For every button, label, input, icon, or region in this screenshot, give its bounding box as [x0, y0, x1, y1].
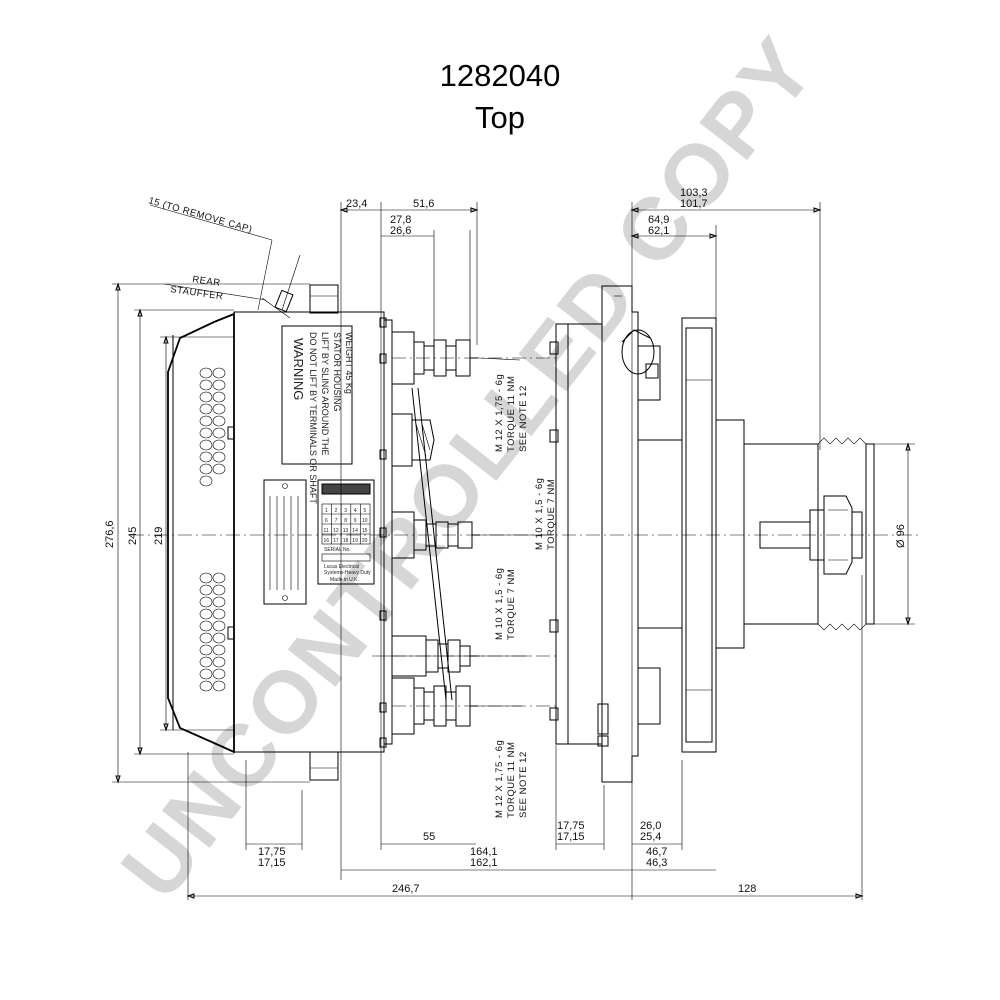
terminal-note-2-line2: TORQUE 7 NM — [546, 479, 557, 550]
terminal-note-4-line1: M 12 X 1,75 - 6g — [494, 740, 505, 818]
dim-46-7: 46,7 — [646, 846, 667, 858]
dim-46-3: 46,3 — [646, 857, 667, 869]
dim-164-1: 164,1 — [470, 846, 498, 858]
terminal-note-3-line1: M 10 X 1,5 - 6g — [494, 568, 505, 640]
grid-cell: 16 — [324, 538, 330, 544]
dim-64-9: 64,9 — [648, 214, 669, 226]
grid-cell: 7 — [335, 518, 338, 524]
grid-cell: 3 — [344, 508, 347, 514]
dim-276-6: 276,6 — [104, 520, 116, 548]
terminal-note-3-line2: TORQUE 7 NM — [506, 569, 517, 640]
callout-remove-cap: 15 (TO REMOVE CAP) — [147, 195, 253, 235]
grid-cell: 18 — [343, 538, 349, 544]
terminal-note-1-line3: SEE NOTE 12 — [518, 385, 529, 452]
terminal-note-2-line1: M 10 X 1,5 - 6g — [534, 478, 545, 550]
grease-nipple — [621, 329, 659, 379]
dim-25-4: 25,4 — [640, 831, 661, 843]
grid-cell: 11 — [324, 528, 329, 534]
dim-55: 55 — [423, 831, 435, 843]
terminal-note-4-line3: SEE NOTE 12 — [518, 751, 529, 818]
terminal-note-1-line1: M 12 X 1,75 - 6g — [494, 374, 505, 452]
grid-cell: 17 — [333, 538, 339, 544]
grid-cell: 14 — [352, 528, 358, 534]
dim-17-75-left: 17,75 — [258, 846, 286, 858]
serial-plate: 1 2 3 4 5 6 7 8 9 10 11 12 13 14 15 16 1… — [317, 479, 375, 585]
dim-245: 245 — [127, 527, 139, 545]
serial-title: SERIAL No. — [324, 547, 351, 553]
terminal-note-4-line2: TORQUE 11 NM — [506, 742, 517, 818]
warning-line1: DO NOT LIFT BY TERMINALS OR SHAFT — [308, 332, 318, 504]
grid-cell: 2 — [335, 508, 338, 514]
serial-grid: 1 2 3 4 5 6 7 8 9 10 11 12 13 14 15 16 1… — [321, 503, 371, 545]
warning-label: WEIGHT 45 Kg STATOR HOUSING LIFT BY SLIN… — [281, 325, 354, 504]
grid-cell: 5 — [363, 508, 366, 514]
dim-17-75-mid: 17,75 — [557, 820, 585, 832]
dim-51-6: 51,6 — [413, 198, 434, 210]
dim-219: 219 — [153, 527, 165, 545]
vent-holes-lower — [199, 572, 226, 692]
grid-cell: 4 — [354, 508, 357, 514]
grid-cell: 10 — [362, 518, 368, 524]
alternator-body: WEIGHT 45 Kg STATOR HOUSING LIFT BY SLIN… — [167, 284, 875, 783]
grid-cell: 1 — [325, 508, 328, 514]
dim-62-1: 62,1 — [648, 225, 669, 237]
grid-cell: 12 — [333, 528, 339, 534]
drawing-view-label: Top — [475, 100, 525, 135]
drawing-part-number: 1282040 — [439, 58, 561, 93]
warning-line4: WEIGHT 45 Kg — [344, 332, 354, 394]
dim-23-4: 23,4 — [346, 198, 367, 210]
grid-cell: 19 — [352, 538, 358, 544]
dimension-lines — [112, 202, 915, 900]
dim-27-8: 27,8 — [390, 214, 411, 226]
grid-cell: 6 — [325, 518, 328, 524]
dim-17-15-left: 17,15 — [258, 857, 286, 869]
callout-rear: REAR — [192, 274, 222, 289]
grid-cell: 20 — [362, 538, 368, 544]
grid-cell: 9 — [354, 518, 357, 524]
dim-dia-96: Ø 96 — [895, 524, 907, 548]
grid-cell: 13 — [343, 528, 349, 534]
dim-26-0: 26,0 — [640, 820, 661, 832]
dim-246-7: 246,7 — [392, 883, 420, 895]
dim-101-7: 101,7 — [680, 198, 708, 210]
dim-128: 128 — [738, 883, 756, 895]
dim-162-1: 162,1 — [470, 857, 498, 869]
dim-17-15-mid: 17,15 — [557, 831, 585, 843]
warning-line3: STATOR HOUSING — [332, 332, 342, 412]
pulley-thread — [817, 437, 867, 631]
serial-maker-1: Lucas Electrical — [324, 564, 359, 570]
terminal-note-1-line2: TORQUE 11 NM — [506, 376, 517, 452]
serial-made-in: Made in U.K. — [330, 577, 359, 583]
warning-line2: LIFT BY SLING AROUND THE — [320, 332, 330, 456]
warning-heading: WARNING — [291, 338, 306, 400]
dim-26-6: 26,6 — [390, 225, 411, 237]
serial-maker-2: Systems-Heavy Duty — [324, 570, 371, 576]
grid-cell: 8 — [344, 518, 347, 524]
rating-plate — [263, 479, 307, 605]
grid-cell: 15 — [362, 528, 368, 534]
vent-holes-upper — [199, 367, 226, 487]
dim-103-3: 103,3 — [680, 187, 708, 199]
